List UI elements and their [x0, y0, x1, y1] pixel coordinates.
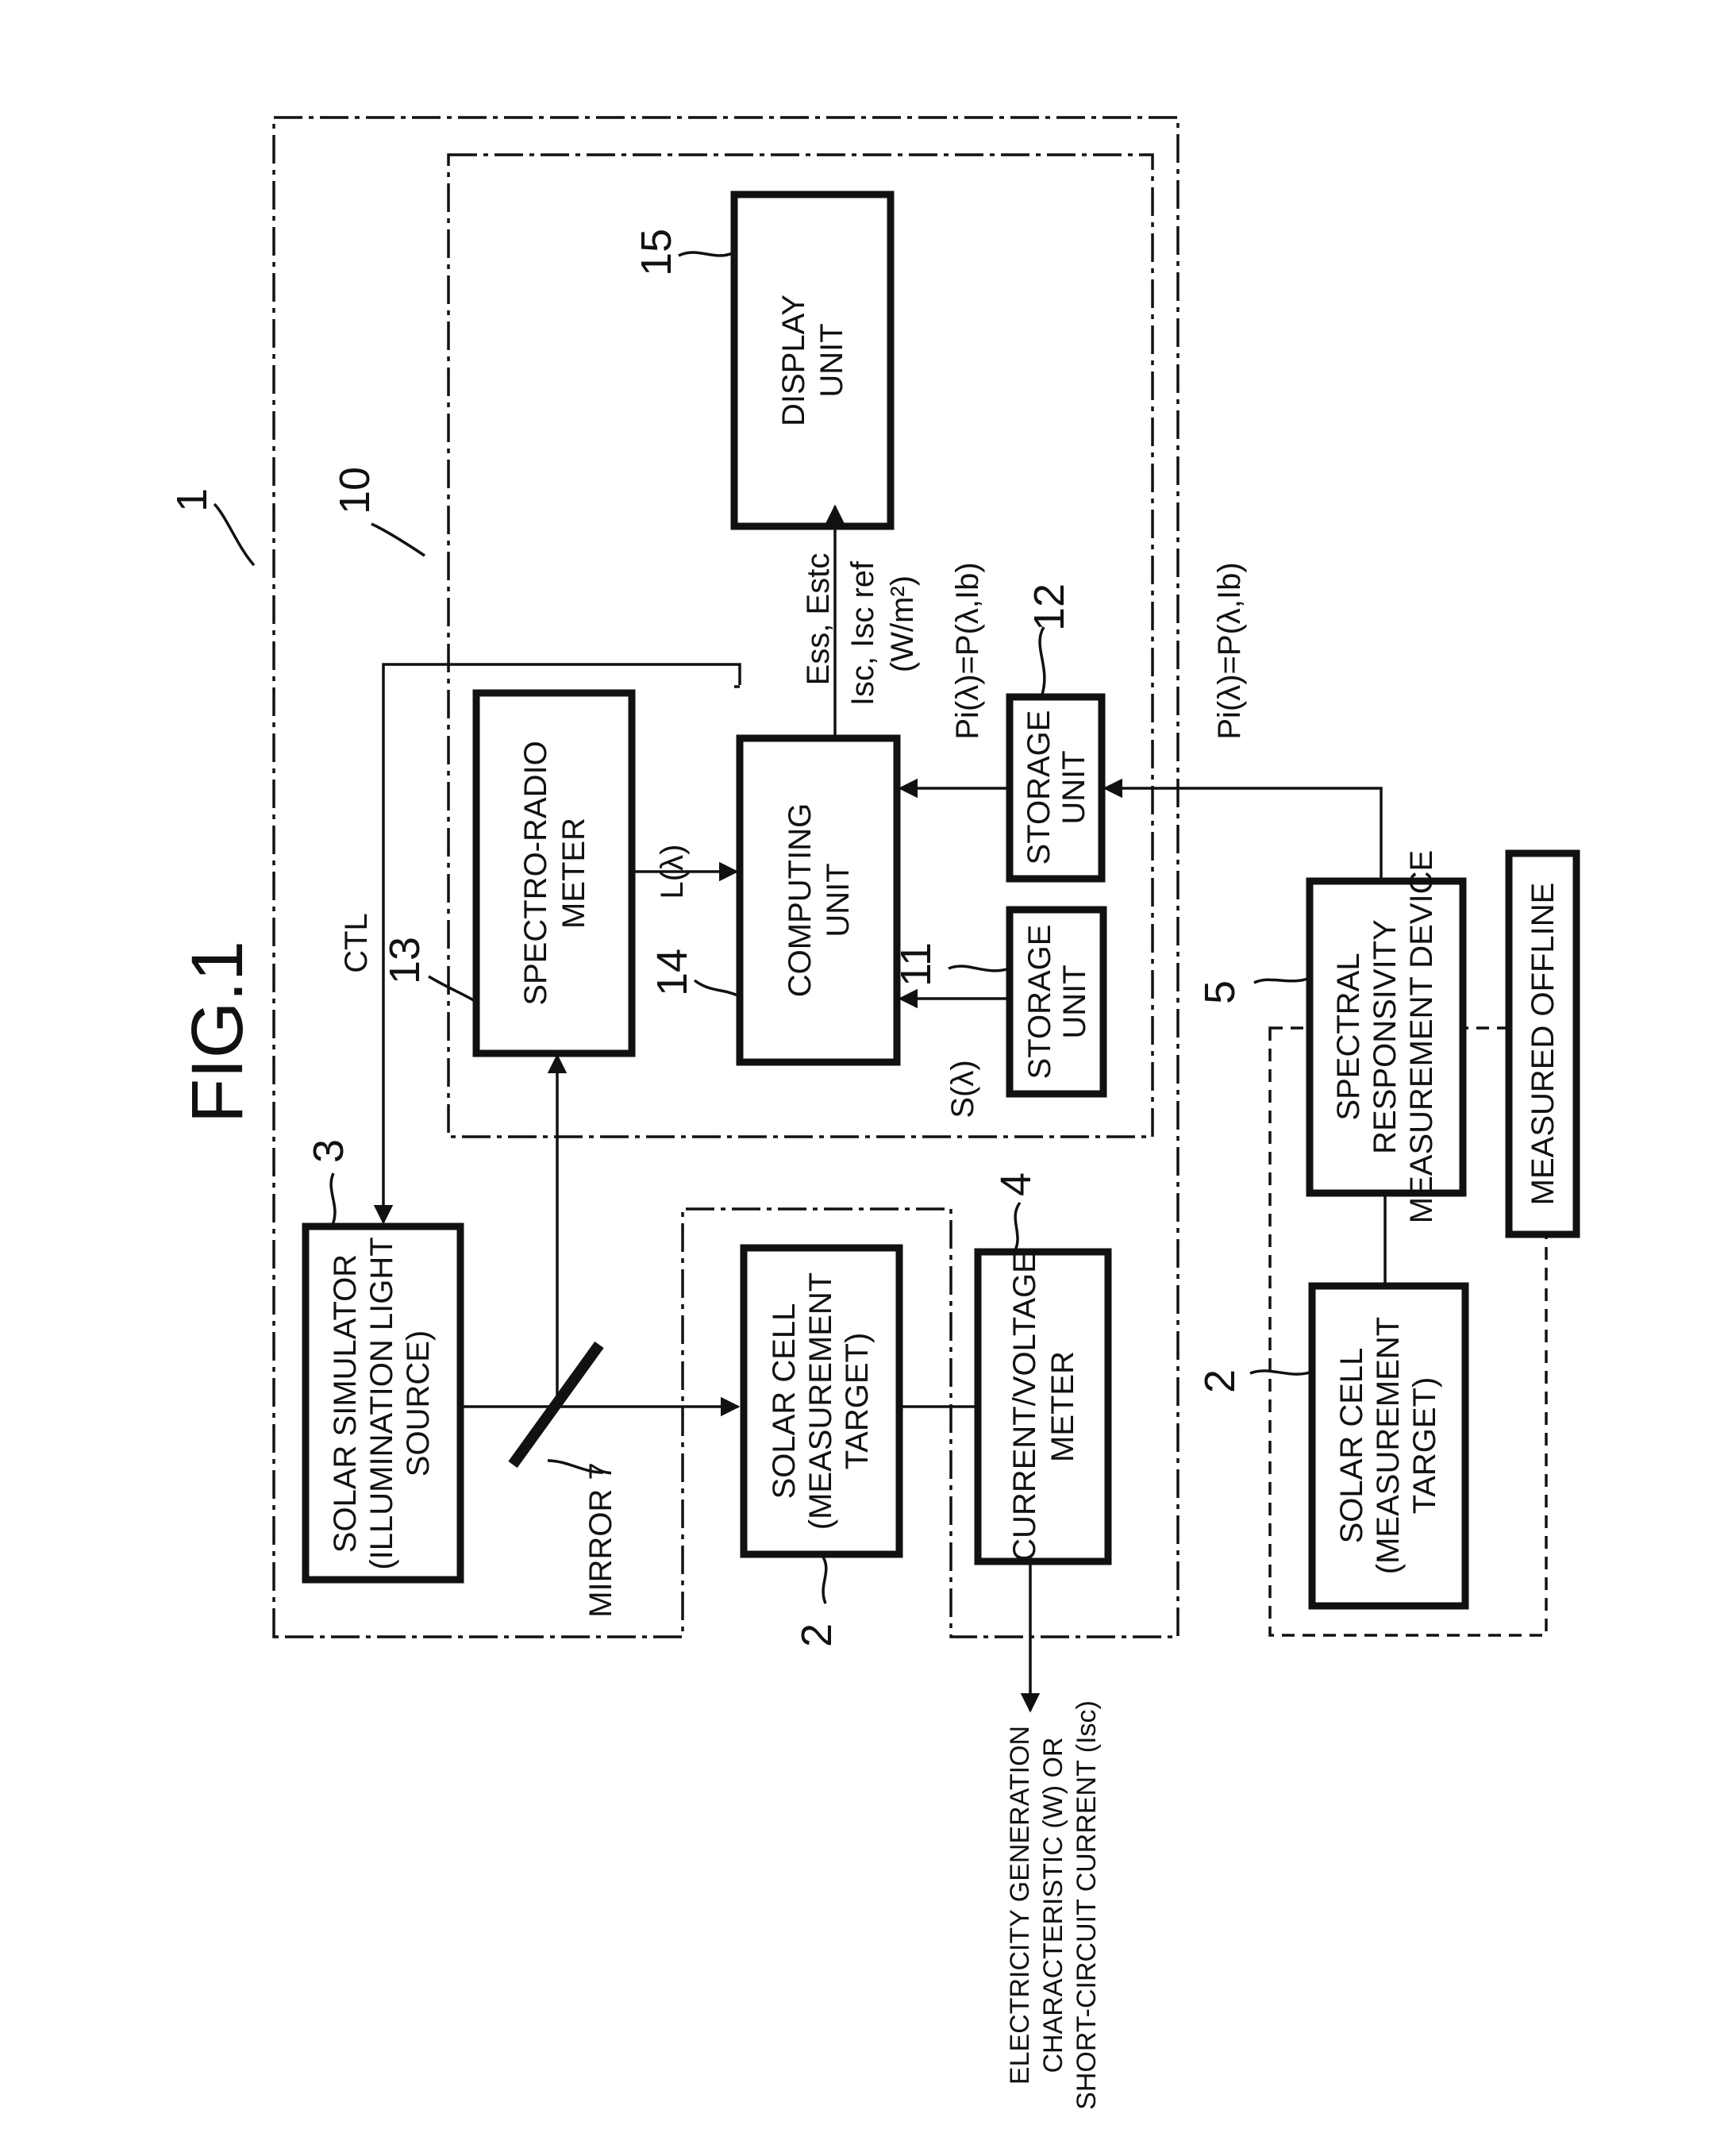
svg-text:CTL: CTL [339, 913, 374, 973]
ref-computer-leader [371, 524, 425, 556]
ref-system-leader [214, 504, 254, 565]
spectroradiometer-box [476, 693, 632, 1053]
ref-computer: 10 [331, 467, 379, 514]
svg-text:SOLAR CELL: SOLAR CELL [767, 1303, 802, 1500]
meter-ref-leader [1014, 1203, 1020, 1252]
svg-text:Isc, Isc ref: Isc, Isc ref [845, 560, 880, 706]
solar-cell-ref-leader [822, 1554, 826, 1604]
svg-text:2: 2 [1196, 1369, 1244, 1393]
svg-text:SOURCE): SOURCE) [401, 1330, 436, 1476]
svg-text:STORAGE: STORAGE [1022, 925, 1057, 1080]
storage-unit-11-ref: 11 [892, 942, 940, 987]
svg-text:4: 4 [992, 1172, 1040, 1196]
svg-text:MEASUREMENT DEVICE: MEASUREMENT DEVICE [1404, 850, 1439, 1223]
solar-simulator-ref: 3 [305, 1139, 352, 1163]
svg-text:SPECTRO-RADIO: SPECTRO-RADIO [518, 741, 553, 1005]
svg-text:TARGET): TARGET) [1407, 1377, 1442, 1515]
svg-text:SOLAR CELL: SOLAR CELL [1334, 1348, 1369, 1544]
svg-text:5: 5 [1196, 980, 1244, 1004]
svg-text:11: 11 [892, 942, 940, 987]
svg-text:MIRROR 7: MIRROR 7 [583, 1462, 618, 1618]
svg-text:UNIT: UNIT [821, 863, 856, 937]
pi-lambda-outer-label: Pi(λ)=P(λ,Ib) [1212, 562, 1247, 739]
svg-text:COMPUTING: COMPUTING [783, 803, 818, 997]
svg-text:S(λ): S(λ) [945, 1060, 980, 1118]
computing-ref-leader [695, 980, 740, 996]
svg-text:12: 12 [1026, 583, 1073, 631]
spectral-device-ref-leader [1254, 978, 1310, 983]
l-lambda-label: L(λ) [655, 845, 690, 899]
svg-text:Ess, Estc: Ess, Estc [801, 553, 836, 686]
svg-text:13: 13 [381, 937, 429, 984]
spectroradiometer-ref-leader [429, 976, 476, 1002]
svg-text:METER: METER [556, 818, 591, 929]
storage-11-ref-leader [949, 966, 1010, 971]
computing-unit-box [740, 738, 897, 1062]
offline-cell-ref-leader [1250, 1371, 1312, 1374]
svg-text:(MEASUREMENT: (MEASUREMENT [1371, 1317, 1406, 1574]
ctl-label: CTL [339, 913, 374, 973]
solar-cell-ref: 2 [793, 1623, 841, 1647]
svg-text:(ILLUMINATION LIGHT: (ILLUMINATION LIGHT [364, 1237, 399, 1569]
spectroradiometer-ref: 13 [381, 937, 429, 984]
svg-text:(MEASUREMENT: (MEASUREMENT [803, 1272, 838, 1530]
mirror-label: MIRROR 7 [583, 1462, 618, 1618]
svg-text:RESPONSIVITY: RESPONSIVITY [1368, 919, 1403, 1154]
svg-text:Pi(λ)=P(λ,Ib): Pi(λ)=P(λ,Ib) [1212, 562, 1247, 739]
computing-unit-ref: 14 [648, 949, 696, 996]
svg-text:TARGET): TARGET) [840, 1333, 875, 1470]
svg-text:1: 1 [168, 488, 216, 512]
svg-text:FIG.1: FIG.1 [177, 941, 258, 1123]
svg-text:(W/m²): (W/m²) [885, 576, 920, 672]
display-unit-ref: 15 [633, 229, 680, 276]
isc-ref-label: Isc, Isc ref [845, 560, 880, 706]
svg-text:UNIT: UNIT [814, 323, 849, 397]
svg-text:14: 14 [648, 949, 696, 996]
svg-text:3: 3 [305, 1139, 352, 1163]
svg-text:UNIT: UNIT [1056, 750, 1091, 824]
svg-text:CURRENT/VOLTAGE: CURRENT/VOLTAGE [1007, 1252, 1042, 1561]
storage-unit-12-ref: 12 [1026, 583, 1073, 631]
solar-simulator-ref-leader [331, 1173, 335, 1226]
svg-text:Pi(λ)=P(λ,Ib): Pi(λ)=P(λ,Ib) [950, 562, 985, 739]
current-voltage-meter-ref: 4 [992, 1172, 1040, 1196]
figure-title: FIG.1 [177, 941, 258, 1123]
svg-text:SPECTRAL: SPECTRAL [1331, 953, 1366, 1120]
svg-text:SOLAR SIMULATOR: SOLAR SIMULATOR [328, 1254, 363, 1553]
pi-lambda-label: Pi(λ)=P(λ,Ib) [950, 562, 985, 739]
storage-12-ref-leader [1040, 627, 1045, 697]
svg-text:15: 15 [633, 229, 680, 276]
offline-data-line [1105, 788, 1381, 881]
output-label: ELECTRICITY GENERATION CHARACTERISTIC (W… [1005, 1700, 1102, 2110]
spectral-device-ref: 5 [1196, 980, 1244, 1004]
solar-cell-offline-ref: 2 [1196, 1369, 1244, 1393]
svg-text:2: 2 [793, 1623, 841, 1647]
svg-text:ELECTRICITY GENERATION: ELECTRICITY GENERATION [1005, 1726, 1035, 2085]
display-unit-box [734, 194, 891, 526]
svg-text:10: 10 [331, 467, 379, 514]
ref-system: 1 [168, 488, 216, 512]
svg-text:MEASURED OFFLINE: MEASURED OFFLINE [1526, 883, 1560, 1206]
svg-text:STORAGE: STORAGE [1022, 710, 1056, 865]
measured-offline-label: MEASURED OFFLINE [1526, 883, 1560, 1206]
current-voltage-meter-box [978, 1252, 1108, 1561]
svg-text:METER: METER [1045, 1351, 1080, 1462]
svg-text:DISPLAY: DISPLAY [776, 295, 811, 426]
svg-text:L(λ): L(λ) [655, 845, 690, 899]
svg-text:CHARACTERISTIC (W) OR: CHARACTERISTIC (W) OR [1038, 1737, 1068, 2073]
display-ref-leader [679, 252, 734, 256]
svg-text:SHORT-CIRCUIT CURRENT (Isc): SHORT-CIRCUIT CURRENT (Isc) [1072, 1700, 1102, 2110]
ess-estc-label: Ess, Estc [801, 553, 836, 686]
unit-label: (W/m²) [885, 576, 920, 672]
s-lambda-label: S(λ) [945, 1060, 980, 1118]
svg-text:UNIT: UNIT [1057, 964, 1092, 1038]
